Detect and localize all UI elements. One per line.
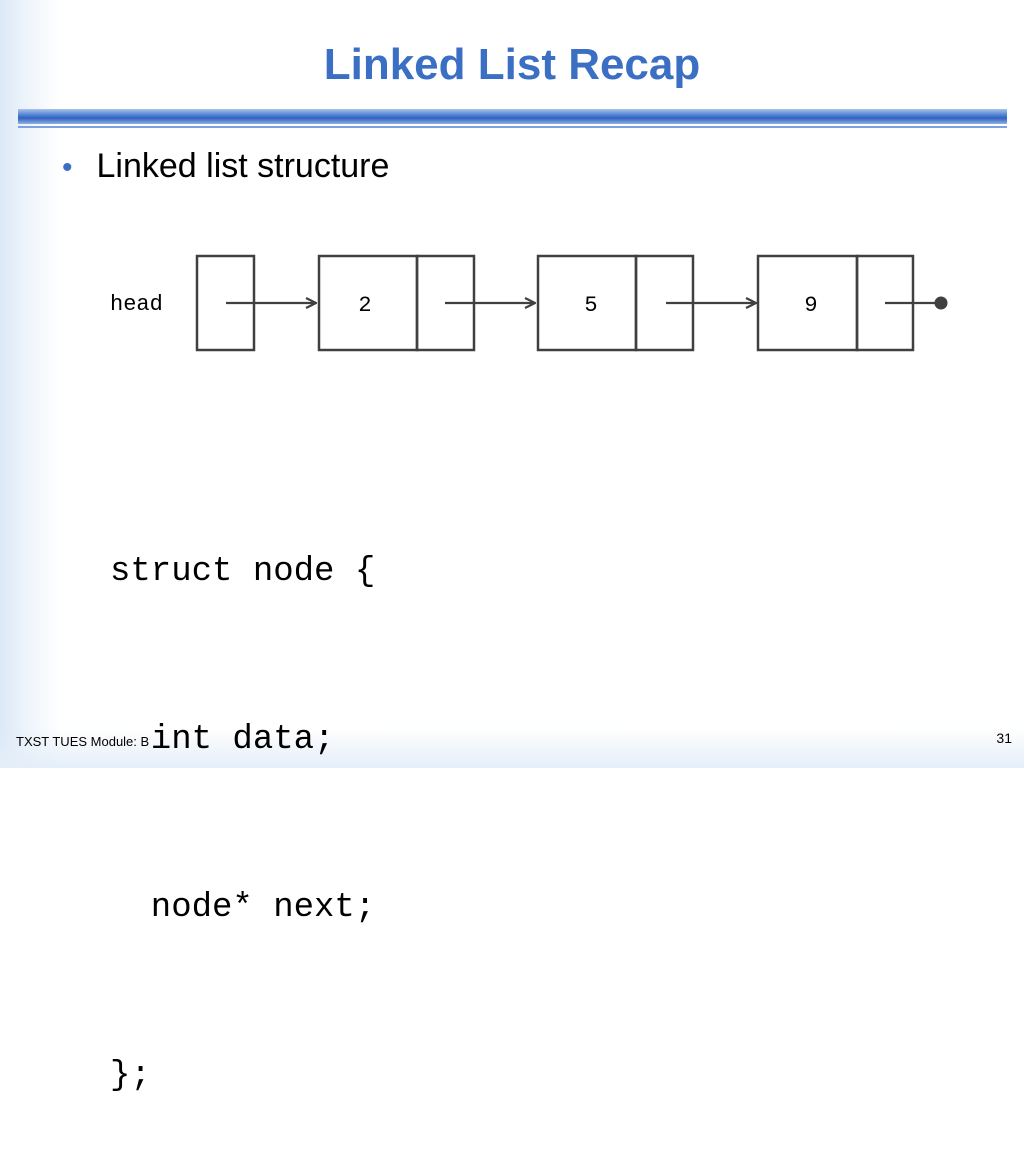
bullet-item: • Linked list structure	[62, 147, 389, 186]
code-line-3: node* next;	[110, 889, 376, 927]
title-divider	[18, 109, 1007, 124]
bottom-background-gradient	[0, 728, 1024, 768]
linked-list-diagram: head 2 5 9	[110, 254, 948, 352]
node-2-value: 5	[584, 293, 597, 318]
left-background-gradient	[0, 0, 60, 768]
node-1-value: 2	[358, 293, 371, 318]
slide-title: Linked List Recap	[323, 40, 701, 89]
node-3-value: 9	[804, 293, 817, 318]
head-label: head	[110, 292, 163, 317]
bullet-icon: •	[62, 151, 73, 184]
bullet-text: Linked list structure	[96, 147, 390, 185]
null-terminator-dot	[934, 296, 948, 310]
page-number: 31	[996, 730, 1012, 746]
code-block: struct node { int data; node* next; };	[110, 432, 375, 1160]
list-node-1: 2	[317, 254, 476, 352]
code-line-2: int data;	[110, 721, 335, 759]
title-divider-underline	[18, 126, 1007, 128]
footer-text: TXST TUES Module: B	[16, 734, 150, 749]
code-line-4: };	[110, 1057, 151, 1095]
code-line-1: struct node {	[110, 553, 376, 591]
